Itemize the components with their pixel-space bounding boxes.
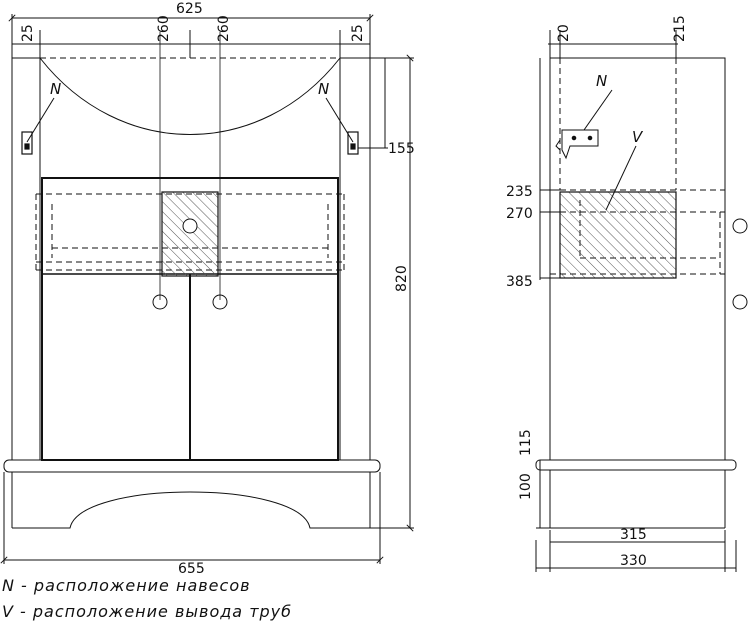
dim-front-width-625: 625 [176,1,203,17]
side-hanger-bracket [561,129,599,160]
side-view [535,57,748,529]
dim-front-center-right-260: 260 [216,15,232,42]
dim-side-270: 270 [506,206,533,222]
dim-side-235: 235 [506,184,533,200]
base-cutout [12,491,370,529]
pipe-outlet-area-side [559,191,677,279]
hanger-right [347,131,359,155]
dim-front-center-left-260: 260 [156,15,172,42]
dim-front-height-820: 820 [394,265,410,292]
front-view [3,32,381,529]
dim-side-385: 385 [506,274,533,290]
dim-side-100: 100 [518,473,534,500]
pipe-outlet-hole [182,218,198,234]
dim-front-edge-right-25: 25 [350,24,366,42]
dim-side-315: 315 [620,527,647,543]
top-arch [39,57,341,135]
legend-hangers: N - расположение навесов [2,576,251,595]
dim-front-edge-left-25: 25 [20,24,36,42]
side-hanger-label: N [596,72,607,90]
hanger-label-right: N [318,80,329,98]
side-knob-lower [732,294,748,310]
legend-pipes: V - расположение вывода труб [2,602,293,621]
dim-side-top-215: 215 [672,15,688,42]
side-knob-upper [732,218,748,234]
dim-side-top-20: 20 [556,24,572,42]
dim-side-115: 115 [518,429,534,456]
dim-front-hanger-155: 155 [388,141,415,157]
hanger-left [21,131,33,155]
dim-front-bottom-655: 655 [178,561,205,577]
pipe-outlet-area-front [161,191,219,277]
side-plinth [535,459,737,471]
side-pipe-label: V [632,128,644,146]
base-plinth [3,459,381,473]
hanger-label-left: N [50,80,61,98]
dim-side-330: 330 [620,553,647,569]
